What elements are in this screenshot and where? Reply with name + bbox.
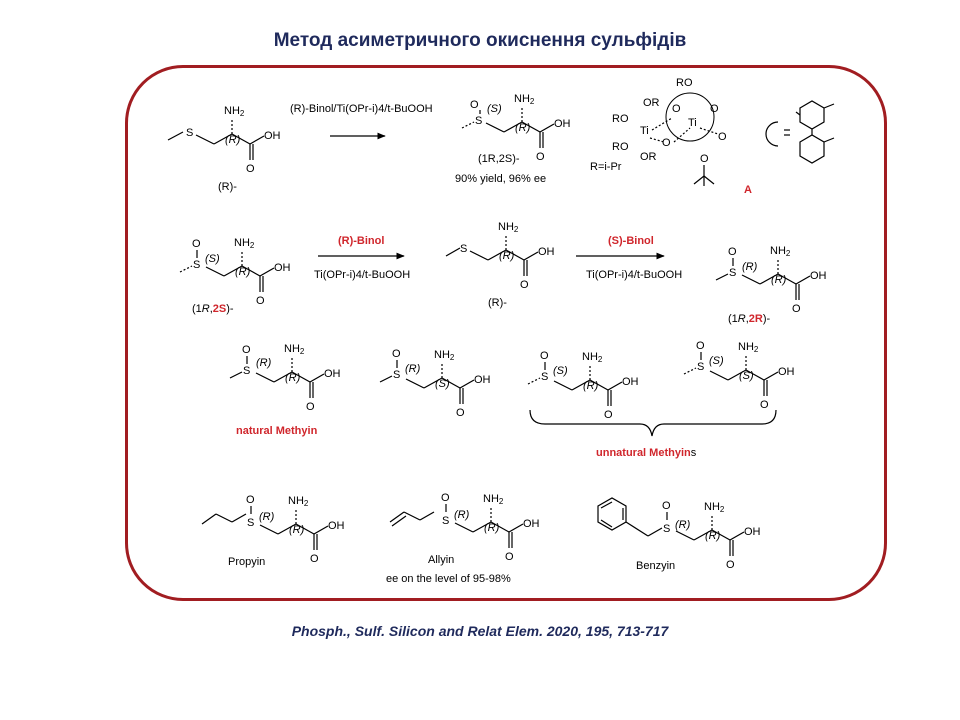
svg-text:(R): (R) <box>675 519 691 531</box>
row1-product-molecule: S O (S) (R) <box>461 92 572 164</box>
svg-text:(R): (R) <box>771 274 787 286</box>
row1-reagent: (R)-Binol/Ti(OPr-i)4/t-BuOOH <box>290 103 433 115</box>
row1-reactant-label: (R)- <box>218 181 237 193</box>
unnatural-methyins-label: unnatural Methyins <box>596 447 697 459</box>
benzyin-molecule: S O (R) (R) <box>597 497 762 572</box>
svg-text:O: O <box>710 103 719 115</box>
svg-text:S: S <box>393 369 400 381</box>
row2-end-label: (1R,2R)- <box>728 313 771 325</box>
row2-reagent1-bottom: Ti(OPr-i)4/t-BuOOH <box>314 269 410 281</box>
methyin-sr-molecule: S O (S) (R) <box>527 350 640 422</box>
svg-text:O: O <box>192 238 201 250</box>
methyin-ss-molecule: S O (S) (S) <box>683 340 796 412</box>
propyin-label: Propyin <box>228 556 265 568</box>
svg-text:O: O <box>672 103 681 115</box>
svg-text:(S): (S) <box>553 365 568 377</box>
svg-text:S: S <box>663 523 670 535</box>
svg-text:(S): (S) <box>487 103 502 115</box>
svg-text:O: O <box>470 99 479 111</box>
svg-text:(R): (R) <box>705 530 721 542</box>
binol-ligand-structure <box>765 100 835 164</box>
svg-text:S: S <box>243 365 250 377</box>
methyin-rs-molecule: S O (R) (S) <box>379 348 492 420</box>
benzyin-label: Benzyin <box>636 560 675 572</box>
row2-start-molecule: S O (S) (R) <box>179 236 292 308</box>
svg-text:Ti: Ti <box>640 125 649 137</box>
svg-text:(S): (S) <box>435 378 450 390</box>
svg-text:OR: OR <box>643 97 660 109</box>
slide-title: Метод асиметричного окиснення сульфідів <box>273 30 687 51</box>
svg-text:S: S <box>541 371 548 383</box>
scheme-frame <box>125 65 887 601</box>
svg-text:(R): (R) <box>499 250 515 262</box>
propyin-molecule: S O (R) (R) <box>201 494 346 566</box>
svg-text:O: O <box>540 350 549 362</box>
svg-text:(R): (R) <box>583 380 599 392</box>
svg-text:Ti: Ti <box>688 117 697 129</box>
svg-text:O: O <box>242 344 251 356</box>
svg-text:(R): (R) <box>289 524 305 536</box>
row2-start-label: (1R,2S)- <box>192 303 234 315</box>
catalyst-label-a: A <box>744 184 752 196</box>
svg-text:S: S <box>186 127 193 139</box>
svg-text:(R): (R) <box>225 134 241 146</box>
svg-text:(R): (R) <box>484 522 500 534</box>
natural-methyin-label: natural Methyin <box>236 425 318 437</box>
row1-yield: 90% yield, 96% ee <box>455 173 546 185</box>
svg-text:O: O <box>700 153 709 165</box>
svg-text:O: O <box>441 492 450 504</box>
svg-text:(R): (R) <box>405 363 421 375</box>
svg-text:(R): (R) <box>454 509 470 521</box>
svg-text:(R): (R) <box>235 266 251 278</box>
svg-text:S: S <box>247 517 254 529</box>
svg-text:S: S <box>460 243 467 255</box>
row2-middle-molecule: S (R) <box>445 220 556 292</box>
row2-end-molecule: S O (R) (R) <box>715 244 828 316</box>
svg-text:RO: RO <box>612 141 629 153</box>
catalyst-r-definition: R=i-Pr <box>590 161 622 173</box>
svg-text:O: O <box>246 494 255 506</box>
unnatural-brace <box>529 409 777 437</box>
svg-text:O: O <box>662 500 671 512</box>
row2-reagent2-top: (S)-Binol <box>608 235 654 247</box>
svg-text:S: S <box>697 361 704 373</box>
ee-note: ee on the level of 95-98% <box>386 573 511 585</box>
svg-text:(R): (R) <box>259 511 275 523</box>
row2-reagent2-bottom: Ti(OPr-i)4/t-BuOOH <box>586 269 682 281</box>
allyin-molecule: S O (R) (R) <box>389 492 541 564</box>
row1-reactant-molecule: S (R) <box>167 104 282 176</box>
svg-text:(R): (R) <box>742 261 758 273</box>
svg-text:OR: OR <box>640 151 657 163</box>
svg-text:O: O <box>392 348 401 360</box>
svg-text:S: S <box>442 515 449 527</box>
svg-text:(R): (R) <box>515 122 531 134</box>
row2-reagent1-top: (R)-Binol <box>338 235 384 247</box>
svg-text:(S): (S) <box>205 253 220 265</box>
natural-methyin-molecule: S O (R) (R) <box>229 342 342 414</box>
allyin-label: Allyin <box>428 554 454 566</box>
svg-text:S: S <box>729 267 736 279</box>
svg-text:(R): (R) <box>285 372 301 384</box>
svg-text:(S): (S) <box>709 355 724 367</box>
titanium-catalyst-structure: Ti Ti RO OR RO RO OR O O O O O <box>612 77 727 186</box>
row2-middle-label: (R)- <box>488 297 507 309</box>
row1-product-label: (1R,2S)- <box>478 153 520 165</box>
svg-text:O: O <box>662 137 671 149</box>
svg-text:(R): (R) <box>256 357 272 369</box>
citation: Phosph., Sulf. Silicon and Relat Elem. 2… <box>291 623 669 639</box>
svg-text:RO: RO <box>612 113 629 125</box>
svg-text:(S): (S) <box>739 370 754 382</box>
svg-text:S: S <box>475 115 482 127</box>
svg-text:O: O <box>728 246 737 258</box>
svg-text:S: S <box>193 259 200 271</box>
svg-text:RO: RO <box>676 77 693 89</box>
svg-text:O: O <box>718 131 727 143</box>
svg-text:O: O <box>696 340 705 352</box>
